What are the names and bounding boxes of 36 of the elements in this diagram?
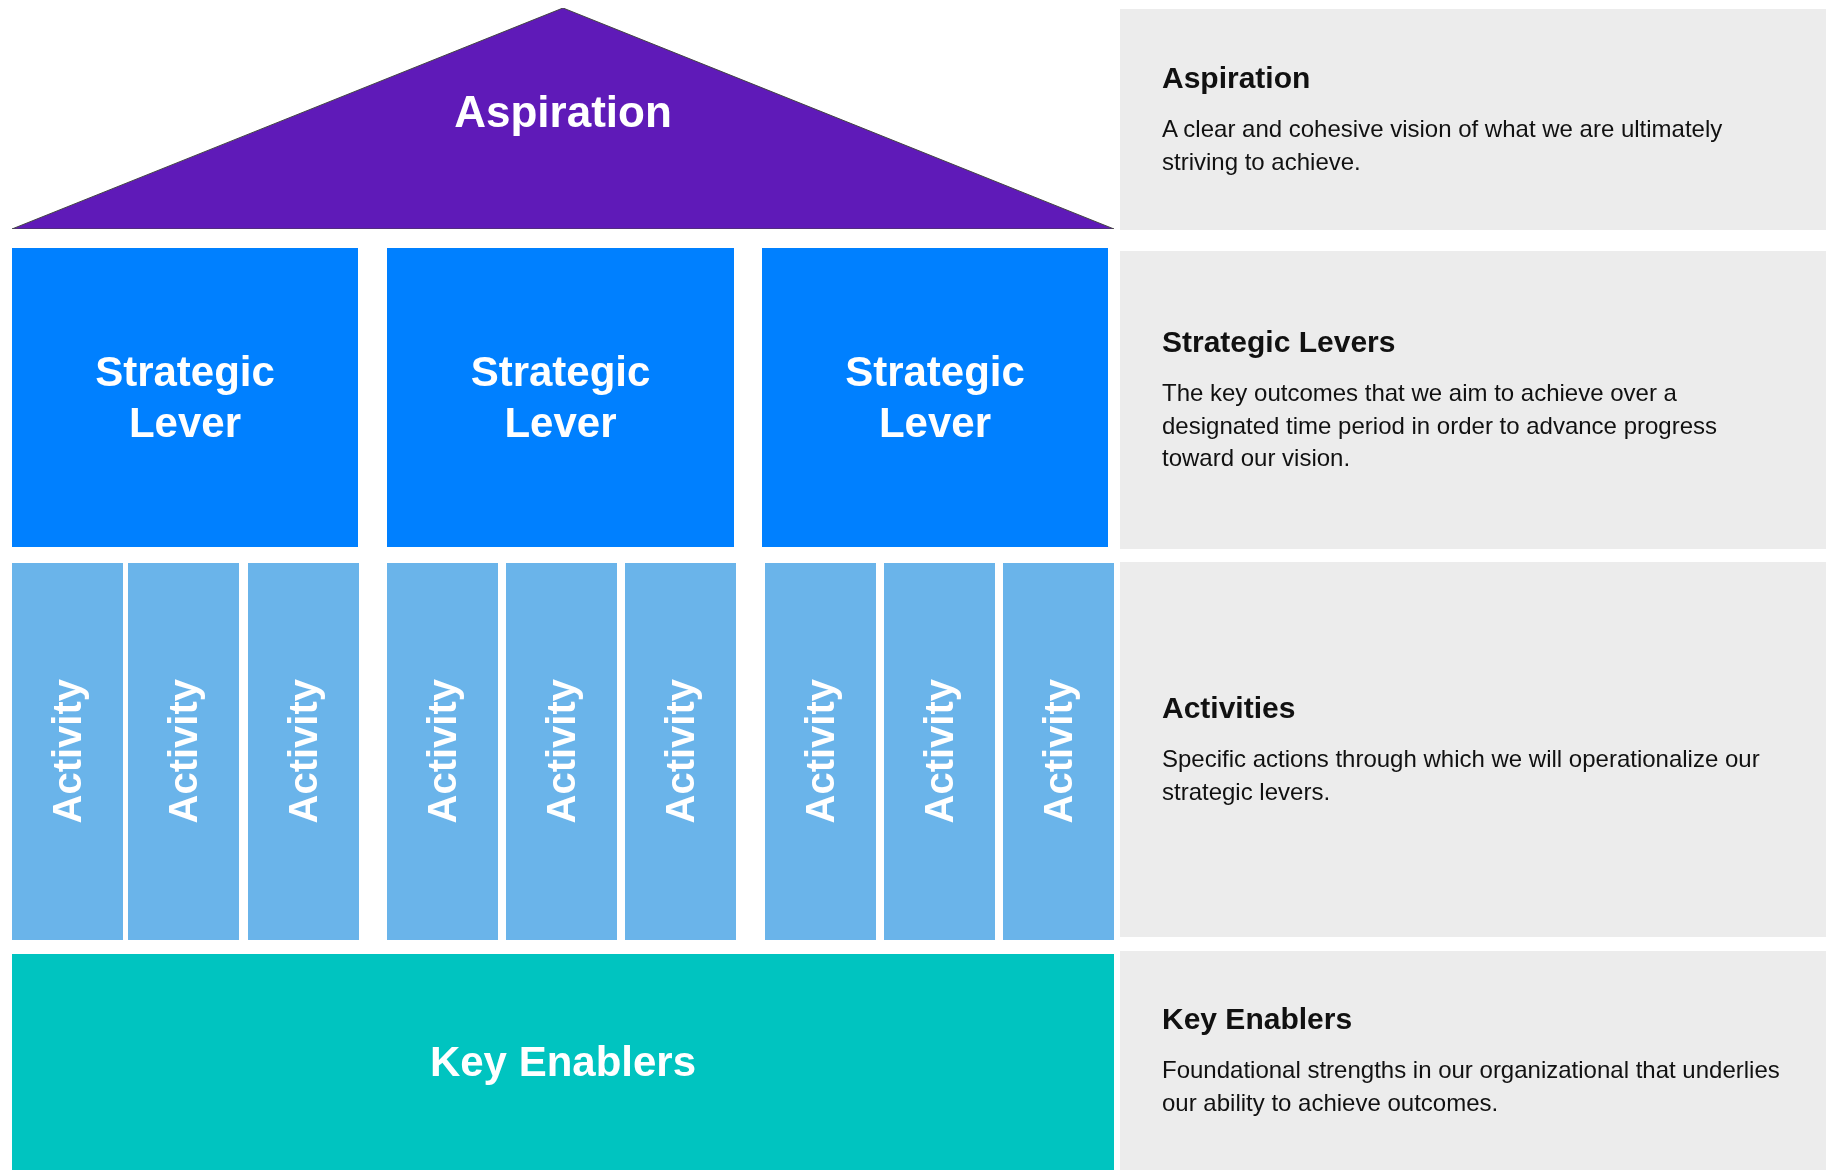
panel-description: A clear and cohesive vision of what we are ultimately striving to achieve. [1162,114,1724,177]
block-label: Strategic Lever [844,347,1026,448]
panel-description: Specific actions through which we will operationalize our strategic levers. [1162,744,1761,807]
panel-description: The key outcomes that we aim to achieve over a designated time period in order to advance progress toward our vision. [1162,378,1718,474]
activity-label: Activity [281,679,326,824]
activity-label: Activity [420,679,465,824]
activity-column [387,563,498,940]
panel-description: Foundational strengths in our organizational that underlies our ability to achieve outcomes. [1162,1055,1781,1118]
pillar-block [387,248,734,547]
activity-label: Activity [1036,679,1081,824]
activity-label: Activity [798,679,843,824]
activity-column [506,563,617,940]
activity-label: Activity [161,679,206,824]
block-label: Key Enablers [429,1036,697,1087]
panel-heading: Activities [1162,691,1296,726]
foundation-block [12,954,1114,1170]
activity-label: Activity [658,679,703,824]
activity-column [625,563,736,940]
activity-label: Activity [917,679,962,824]
activity-column [248,563,359,940]
panel-heading: Key Enablers [1162,1002,1353,1037]
activity-column [884,563,995,940]
panel-heading: Aspiration [1162,61,1311,96]
pillar-block [12,248,358,547]
activity-column [128,563,239,940]
panel-heading: Strategic Levers [1162,325,1396,360]
activity-column [765,563,876,940]
activity-column [1003,563,1114,940]
roof-triangle [12,8,1114,229]
block-label: Strategic Lever [94,347,276,448]
pillar-block [762,248,1108,547]
activity-label: Activity [539,679,584,824]
aspiration-label: Aspiration [454,86,672,138]
activity-label: Activity [45,679,90,824]
activity-column [12,563,123,940]
block-label: Strategic Lever [469,347,652,448]
